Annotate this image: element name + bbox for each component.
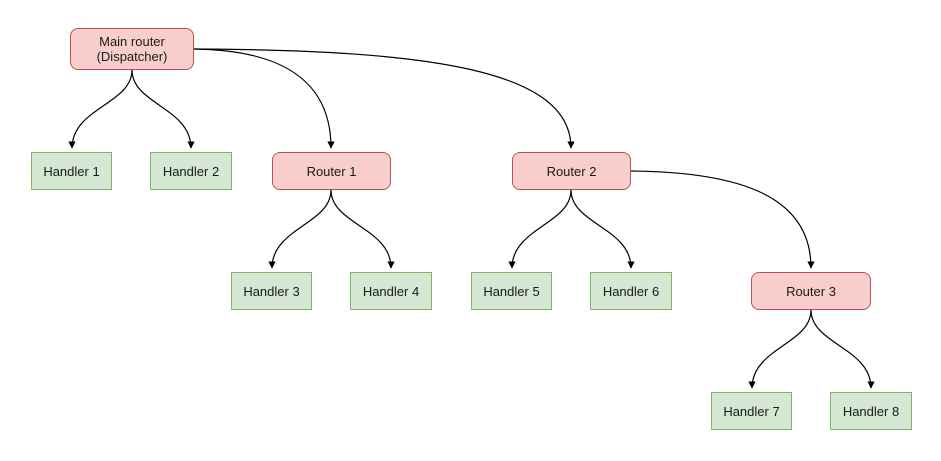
node-label-handler-2: Handler 2 (162, 163, 220, 179)
node-handler-7[interactable]: Handler 7 (711, 392, 792, 430)
node-handler-8[interactable]: Handler 8 (830, 392, 912, 430)
edge-r2-r3 (630, 170, 815, 269)
edge-r2-h6 (570, 189, 635, 269)
edge-r1-h4 (330, 189, 395, 269)
edge-main-r1 (193, 48, 335, 149)
edge-group (68, 48, 875, 389)
edge-r1-h3 (268, 189, 332, 269)
node-handler-2[interactable]: Handler 2 (150, 152, 232, 190)
node-label-router-1: Router 1 (306, 163, 357, 179)
node-handler-3[interactable]: Handler 3 (231, 272, 312, 310)
node-label-handler-5: Handler 5 (483, 283, 540, 299)
node-label-router-3: Router 3 (786, 283, 836, 299)
node-label-handler-8: Handler 8 (842, 403, 900, 419)
node-router-2[interactable]: Router 2 (512, 152, 631, 190)
node-handler-1[interactable]: Handler 1 (31, 152, 112, 190)
edge-r3-h7 (748, 309, 812, 389)
node-handler-4[interactable]: Handler 4 (350, 272, 432, 310)
node-label-main-router: Main router (Dispatcher) (96, 34, 168, 64)
edge-main-h1 (68, 69, 133, 149)
node-handler-5[interactable]: Handler 5 (471, 272, 552, 310)
node-label-handler-7: Handler 7 (723, 403, 780, 419)
node-handler-6[interactable]: Handler 6 (590, 272, 672, 310)
node-label-handler-3: Handler 3 (243, 283, 300, 299)
edge-r2-h5 (508, 189, 572, 269)
node-label-handler-1: Handler 1 (43, 163, 100, 179)
node-label-router-2: Router 2 (546, 163, 597, 179)
node-router-3[interactable]: Router 3 (751, 272, 871, 310)
node-label-handler-6: Handler 6 (602, 283, 660, 299)
node-main-router[interactable]: Main router (Dispatcher) (70, 28, 194, 70)
node-router-1[interactable]: Router 1 (272, 152, 391, 190)
node-label-handler-4: Handler 4 (362, 283, 420, 299)
edge-main-h2 (131, 69, 195, 149)
edge-main-r2 (193, 48, 575, 149)
edge-r3-h8 (810, 309, 875, 389)
